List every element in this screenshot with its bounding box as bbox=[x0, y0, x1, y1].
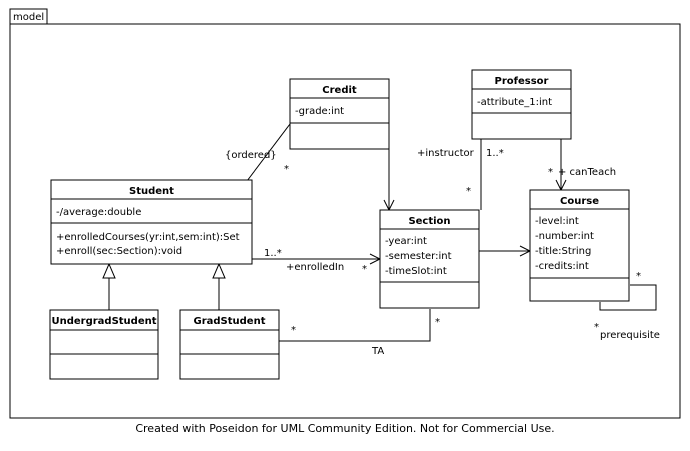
generalization-grad-head bbox=[212, 262, 226, 279]
assoc-ta bbox=[279, 309, 431, 342]
assoc-prerequisite bbox=[599, 284, 657, 311]
class-section-attr-2: -semester:int bbox=[385, 251, 452, 262]
class-professor-name: Professor bbox=[495, 76, 549, 87]
label-enrolled-role: +enrolledIn bbox=[286, 262, 344, 273]
label-ta-section-mult: * bbox=[435, 317, 440, 328]
class-section-attr-3: -timeSlot:int bbox=[385, 266, 447, 277]
class-course-attr-1: -level:int bbox=[535, 216, 579, 227]
class-student-attr: -/average:double bbox=[56, 207, 141, 218]
label-instructor-role: +instructor bbox=[417, 148, 475, 159]
class-section[interactable]: Section -year:int -semester:int -timeSlo… bbox=[379, 209, 480, 309]
label-ta-grad-mult: * bbox=[291, 325, 296, 336]
class-undergrad-student[interactable]: UndergradStudent bbox=[49, 309, 159, 380]
class-credit-attr: -grade:int bbox=[295, 106, 344, 117]
class-student-name: Student bbox=[129, 186, 174, 197]
package-frame: model bbox=[9, 8, 681, 419]
class-credit[interactable]: Credit -grade:int bbox=[289, 78, 390, 150]
footer-note: Created with Poseidon for UML Community … bbox=[135, 422, 554, 435]
label-credit-student-mult: * bbox=[284, 164, 289, 175]
label-prereq-mult-top: * bbox=[636, 271, 641, 282]
class-credit-name: Credit bbox=[322, 85, 357, 96]
class-course[interactable]: Course -level:int -number:int -title:Str… bbox=[529, 189, 630, 302]
class-grad-name: GradStudent bbox=[194, 316, 266, 327]
label-enrolled-mult: 1..* bbox=[264, 248, 282, 259]
class-student[interactable]: Student -/average:double +enrolledCourse… bbox=[50, 179, 253, 265]
class-student-op-1: +enrolledCourses(yr:int,sem:int):Set bbox=[56, 232, 240, 243]
class-professor[interactable]: Professor -attribute_1:int bbox=[471, 69, 572, 140]
association-labels: {ordered} * +instructor 1..* * * + canTe… bbox=[225, 148, 660, 357]
label-canteach-mult: * bbox=[548, 167, 553, 178]
class-course-attr-2: -number:int bbox=[535, 231, 594, 242]
label-canteach-role: + canTeach bbox=[558, 167, 616, 178]
class-section-attr-1: -year:int bbox=[385, 236, 427, 247]
class-course-name: Course bbox=[560, 196, 599, 207]
class-student-op-2: +enroll(sec:Section):void bbox=[56, 246, 182, 257]
relationships bbox=[102, 123, 657, 342]
label-ordered: {ordered} bbox=[225, 150, 277, 161]
generalization-undergrad-head bbox=[102, 262, 116, 279]
class-professor-attr: -attribute_1:int bbox=[477, 97, 552, 108]
class-undergrad-name: UndergradStudent bbox=[51, 316, 156, 327]
assoc-credit-student bbox=[246, 123, 291, 182]
label-prereq-role: prerequisite bbox=[600, 330, 660, 341]
label-instructor-section-mult: * bbox=[466, 186, 471, 197]
label-instructor-mult: 1..* bbox=[486, 148, 504, 159]
label-ta-name: TA bbox=[371, 346, 384, 357]
class-grad-student[interactable]: GradStudent bbox=[179, 309, 280, 380]
class-course-attr-3: -title:String bbox=[535, 246, 591, 257]
label-enrolled-section-mult: * bbox=[362, 264, 367, 275]
label-prereq-mult-bottom: * bbox=[594, 322, 599, 333]
class-course-attr-4: -credits:int bbox=[535, 261, 589, 272]
class-section-name: Section bbox=[408, 216, 450, 227]
package-name: model bbox=[13, 12, 44, 23]
